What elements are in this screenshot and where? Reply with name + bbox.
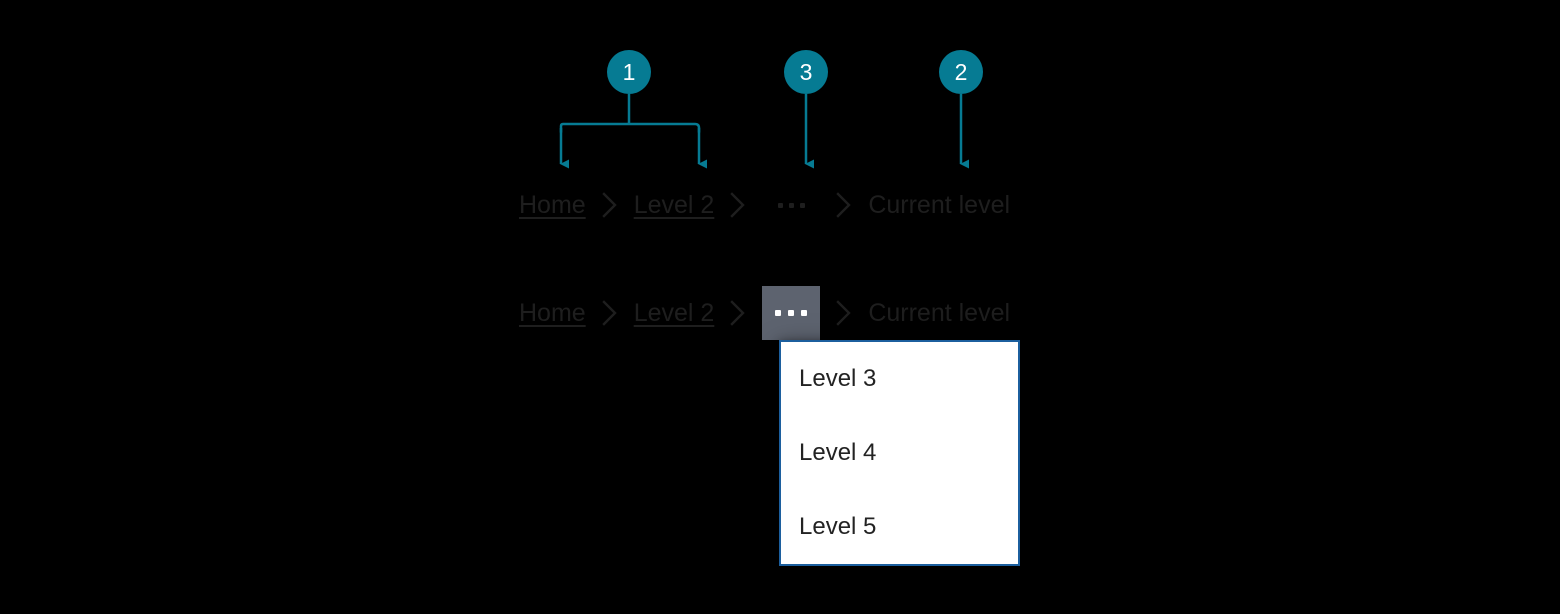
menu-item-level-4[interactable]: Level 4: [799, 439, 877, 466]
breadcrumb-item-level-2[interactable]: Level 2: [633, 190, 715, 219]
ellipsis-dot: [775, 310, 782, 316]
breadcrumb-overflow-ellipsis-icon[interactable]: [762, 178, 820, 232]
chevron-right-icon: [586, 192, 634, 218]
ellipsis-dot: [799, 202, 805, 208]
menu-item-level-3[interactable]: Level 3: [799, 365, 877, 392]
breadcrumb-item-current: Current level: [868, 298, 1011, 327]
breadcrumb-item-current: Current level: [868, 190, 1011, 219]
ellipsis-dot: [788, 310, 795, 316]
chevron-right-icon: [586, 300, 634, 326]
connector-badge-1: [559, 94, 707, 169]
breadcrumb-item-home[interactable]: Home: [519, 190, 586, 219]
menu-item-level-5[interactable]: Level 5: [799, 513, 877, 540]
chevron-right-icon: [714, 300, 762, 326]
breadcrumb-expanded: Home Level 2 Current level: [519, 286, 1010, 340]
chevron-right-icon: [714, 192, 762, 218]
ellipsis-dot: [801, 310, 808, 316]
chevron-right-icon: [820, 300, 868, 326]
annotation-badge-2: 2: [939, 50, 983, 94]
ellipsis-dot: [777, 202, 783, 208]
breadcrumb-item-home[interactable]: Home: [519, 298, 586, 327]
ellipsis-dot: [788, 202, 794, 208]
breadcrumb-overflow-button-active[interactable]: [762, 286, 821, 340]
annotation-badge-3: 3: [784, 50, 828, 94]
breadcrumb-default: Home Level 2 Current level: [519, 178, 1010, 232]
chevron-right-icon: [820, 192, 868, 218]
breadcrumb-item-level-2[interactable]: Level 2: [633, 298, 715, 327]
annotation-badge-1: 1: [607, 50, 651, 94]
breadcrumb-overflow-menu: Level 3 Level 4 Level 5: [779, 340, 1020, 566]
